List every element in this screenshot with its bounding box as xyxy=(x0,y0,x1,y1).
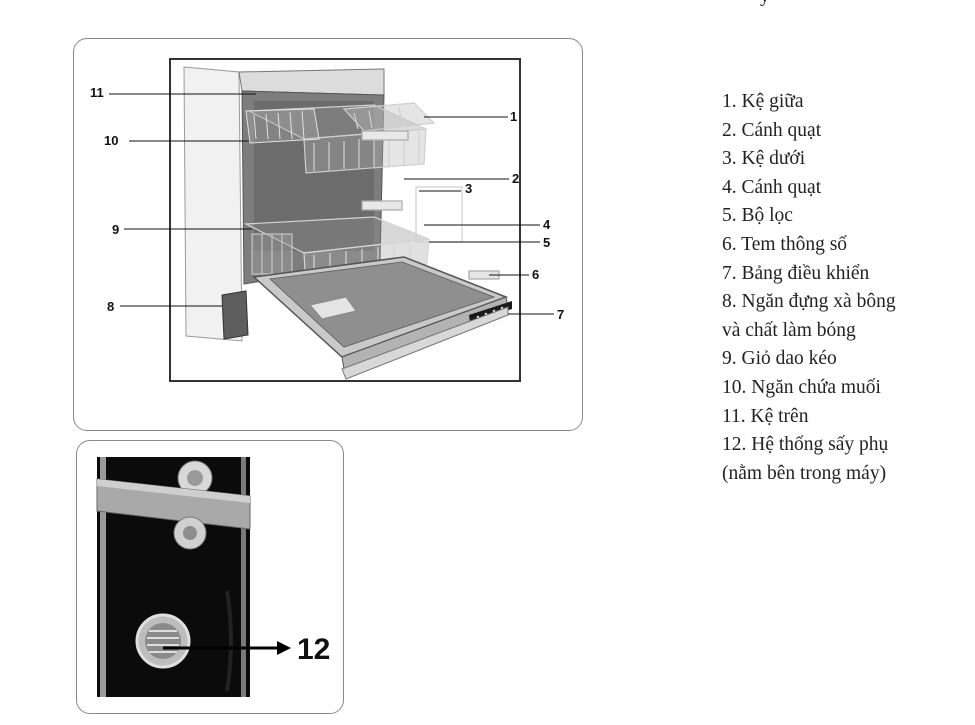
legend-item: và chất làm bóng xyxy=(722,319,856,341)
legend-item: 6. Tem thông số xyxy=(722,233,848,255)
arrow-head-icon xyxy=(277,641,291,655)
callout-7: 7 xyxy=(557,307,564,322)
cable xyxy=(225,590,233,692)
legend-item: 1. Kệ giữa xyxy=(722,91,804,112)
callout-3: 3 xyxy=(465,181,472,196)
drying-vent xyxy=(135,613,191,669)
callout-lines xyxy=(109,93,554,315)
door-inner-panel xyxy=(268,261,496,348)
parts-legend: 1. Kệ giữa 2. Cánh quạt 3. Kệ dưới 4. Cánh … xyxy=(722,88,972,488)
legend-item: (nằm bên trong máy) xyxy=(722,462,887,484)
legend-item: 8. Ngăn đựng xà bông xyxy=(722,291,896,313)
callout-10: 10 xyxy=(104,133,118,148)
legend-item: 11. Kệ trên xyxy=(722,405,809,427)
legend-item: 9. Giỏ dao kéo xyxy=(722,348,837,370)
dishwasher-illustration: 11 10 9 8 1 2 3 4 5 6 7 xyxy=(90,58,564,382)
kick-plate xyxy=(341,306,509,380)
detergent-dispenser xyxy=(309,296,357,320)
left-rail xyxy=(100,457,106,697)
cabinet-side xyxy=(183,66,243,342)
legend-item: 12. Hệ thống sấy phụ xyxy=(722,434,889,456)
legend-item: 3. Kệ dưới xyxy=(722,148,806,170)
legend-item: 10. Ngăn chứa muối xyxy=(722,376,881,398)
right-rail xyxy=(241,457,246,697)
callout-12: 12 xyxy=(297,633,330,666)
door-hinge-side xyxy=(221,290,249,340)
legend-item: 2. Cánh quạt xyxy=(722,119,822,141)
tub-back-wall xyxy=(254,101,374,251)
legend-item: 7. Bảng điều khiển xyxy=(722,262,870,284)
middle-rack xyxy=(342,102,436,141)
callout-8: 8 xyxy=(107,299,114,314)
rack-wheel-top xyxy=(177,460,213,496)
callout-6: 6 xyxy=(532,267,539,282)
legend-item: 4. Cánh quạt xyxy=(722,176,822,198)
cropped-text-fragment: y xyxy=(760,0,770,8)
callout-4: 4 xyxy=(543,217,551,232)
callout-1: 1 xyxy=(510,109,517,124)
legend-item: 5. Bộ lọc xyxy=(722,205,793,227)
rack-rail-highlight xyxy=(97,479,250,503)
dishwasher-illustration-panel: 11 10 9 8 1 2 3 4 5 6 7 xyxy=(73,38,583,431)
drying-system-detail-panel: 12 xyxy=(76,440,344,714)
drying-system-photo: 12 xyxy=(96,457,330,697)
top-cutlery-tray xyxy=(245,108,320,144)
cutlery-basket xyxy=(251,233,293,275)
rack-wheel-lower xyxy=(173,516,207,550)
callout-5: 5 xyxy=(543,235,550,250)
rack-rail-bar xyxy=(96,478,251,530)
callout-11: 11 xyxy=(90,85,104,100)
callout-9: 9 xyxy=(112,222,119,237)
callout-2: 2 xyxy=(512,171,519,186)
